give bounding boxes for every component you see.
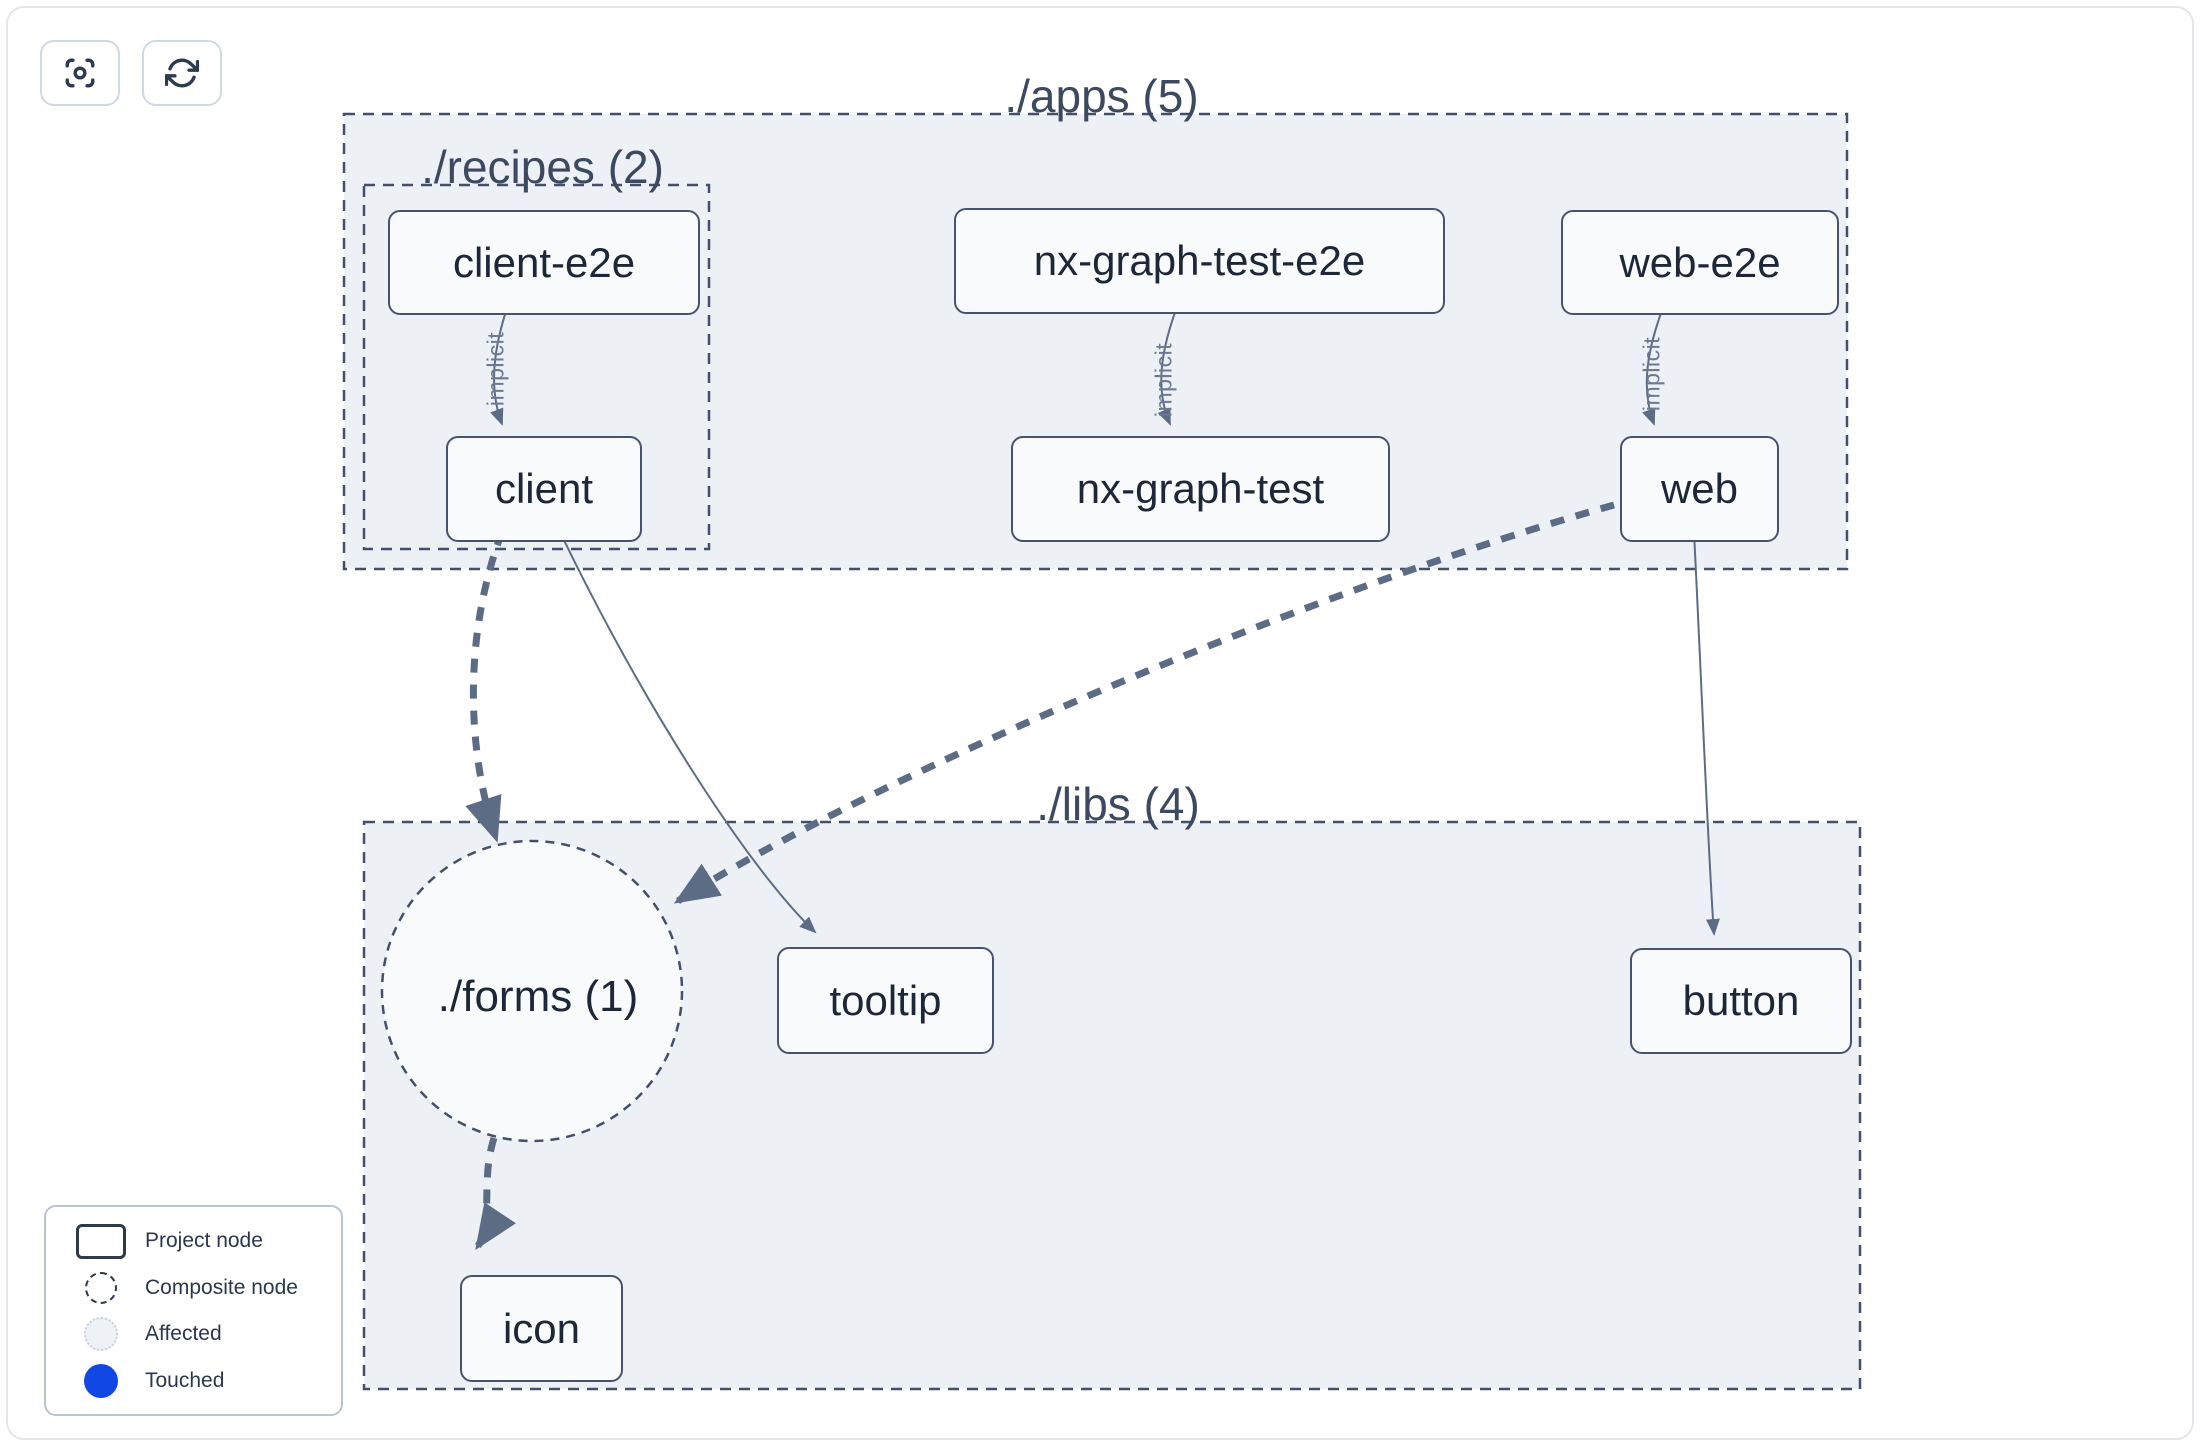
edge-web-button: [1693, 531, 1720, 936]
focus-reset-button[interactable]: [40, 40, 120, 106]
node-button[interactable]: button: [1630, 948, 1852, 1054]
node-client-e2e[interactable]: client-e2e: [388, 210, 700, 315]
focus-icon: [65, 58, 95, 88]
refresh-button[interactable]: [142, 40, 222, 106]
legend-label: Project node: [145, 1229, 263, 1252]
edge-nx-graph-test-e2e-nx-graph-test: [1157, 303, 1179, 426]
node-nx-graph-test-e2e[interactable]: nx-graph-test-e2e: [954, 208, 1445, 314]
composite-node-forms[interactable]: [380, 839, 684, 1143]
edge-client-tooltip: [559, 531, 817, 934]
node-web[interactable]: web: [1620, 436, 1779, 542]
composite-node-forms-label: ./forms (1): [437, 972, 639, 1021]
node-icon[interactable]: icon: [460, 1275, 623, 1382]
legend-item-project-node: Project node: [46, 1223, 341, 1259]
edge-label-implicit: implicit: [1150, 342, 1177, 418]
edge-label-implicit: implicit: [1638, 336, 1665, 412]
edge-label-implicit: implicit: [482, 331, 509, 407]
composite-node-swatch: [85, 1271, 117, 1304]
edge-forms-icon: [474, 1136, 516, 1251]
legend-item-touched: Touched: [46, 1363, 341, 1398]
node-client[interactable]: client: [446, 436, 642, 542]
refresh-icon: [165, 58, 199, 88]
edge-web-e2e-web: [1642, 304, 1665, 426]
project-node-swatch: [76, 1223, 126, 1259]
group-recipes-container: [362, 183, 711, 551]
edge-web-forms: [673, 501, 1615, 904]
node-nx-graph-test[interactable]: nx-graph-test: [1011, 436, 1390, 542]
edge-client-forms: [465, 530, 506, 843]
node-web-e2e[interactable]: web-e2e: [1561, 210, 1839, 315]
graph-canvas[interactable]: ./apps (5) ./recipes (2) ./libs (4) clie…: [6, 6, 2194, 1440]
legend-label: Affected: [145, 1321, 222, 1345]
legend-item-affected: Affected: [46, 1316, 341, 1351]
touched-swatch: [84, 1363, 118, 1398]
node-tooltip[interactable]: tooltip: [777, 947, 994, 1054]
affected-swatch: [84, 1316, 118, 1351]
legend-label: Touched: [145, 1368, 225, 1392]
legend-item-composite-node: Composite node: [46, 1271, 341, 1304]
legend-panel: Project node Composite node Affected Tou…: [44, 1205, 343, 1416]
edge-client-e2e-client: [490, 304, 509, 426]
legend-label: Composite node: [145, 1275, 298, 1299]
